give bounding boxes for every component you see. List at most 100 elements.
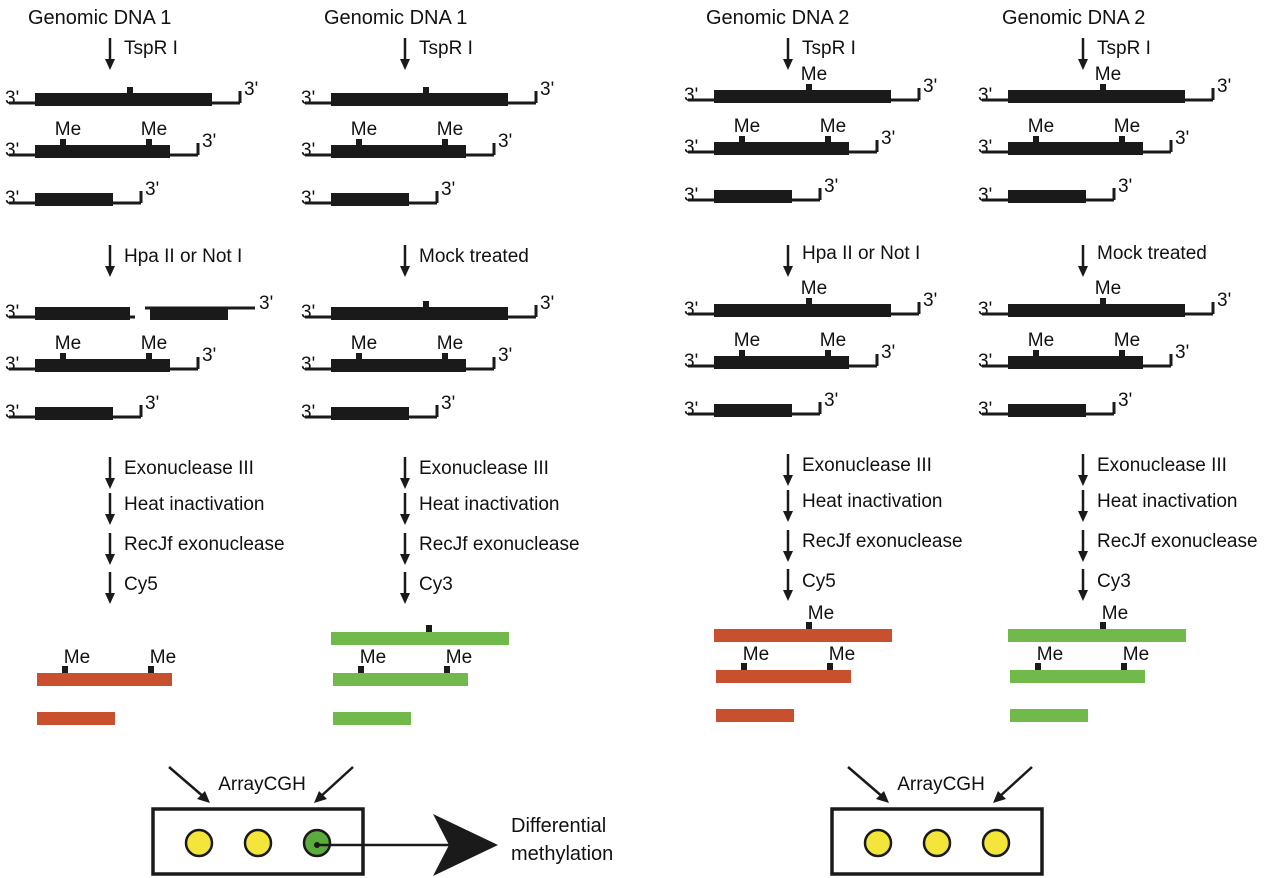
methyl-site-mark xyxy=(1100,622,1106,629)
methyl-site-mark xyxy=(806,622,812,629)
labeled-probe-bar xyxy=(37,712,115,725)
me-label: Me xyxy=(141,333,167,354)
me-label: Me xyxy=(55,333,81,354)
me-label: Me xyxy=(1028,330,1054,351)
prime3-label: 3' xyxy=(978,85,992,106)
labeled-probe-bar xyxy=(714,629,892,642)
arrow-step2-head xyxy=(400,266,410,277)
me-label: Me xyxy=(801,64,827,85)
labeled-probe-bar xyxy=(1010,709,1088,722)
dna-duplex xyxy=(714,190,792,203)
labeled-probe-bar xyxy=(716,709,794,722)
prime3-label: 3' xyxy=(498,345,512,366)
me-label: Me xyxy=(808,603,834,624)
dna-duplex xyxy=(1008,90,1185,103)
array-spot xyxy=(863,828,893,858)
dye-label: Cy5 xyxy=(802,571,836,592)
column-title: Genomic DNA 1 xyxy=(324,7,467,29)
prime3-label: 3' xyxy=(1217,76,1231,97)
methyl-site-mark xyxy=(146,139,152,146)
dna-fragment-short: 3'3' xyxy=(978,176,1132,206)
dna-duplex xyxy=(35,145,170,158)
arrow-dye-head xyxy=(783,590,793,601)
arrow-common-step-head xyxy=(1078,551,1088,562)
me-label: Me xyxy=(1114,330,1140,351)
prime3-label: 3' xyxy=(5,140,19,161)
prime3-label: 3' xyxy=(441,393,455,414)
prime3-label: 3' xyxy=(684,185,698,206)
dna-duplex xyxy=(331,93,508,106)
labeled-probe-bar xyxy=(333,712,411,725)
prime3-label: 3' xyxy=(824,390,838,411)
common-step-label: Heat inactivation xyxy=(802,491,942,512)
arrow-common-step-head xyxy=(783,475,793,486)
prime3-label: 3' xyxy=(301,402,315,423)
me-label: Me xyxy=(55,119,81,140)
column-title: Genomic DNA 1 xyxy=(28,7,171,29)
array-box xyxy=(830,807,1044,876)
methyl-site-mark xyxy=(825,136,831,143)
dna-fragment-short: 3' 3' xyxy=(301,393,455,423)
prime3-label: 3' xyxy=(978,185,992,206)
dna-duplex xyxy=(1008,404,1086,417)
dna-duplex xyxy=(714,142,849,155)
common-step-label: RecJf exonuclease xyxy=(802,531,963,552)
prime3-label: 3' xyxy=(441,179,455,200)
step1-label: TspR I xyxy=(419,38,473,59)
me-label: Me xyxy=(1095,278,1121,299)
methyl-site-mark xyxy=(442,353,448,360)
methyl-site-mark xyxy=(60,353,66,360)
prime3-label: 3' xyxy=(301,354,315,375)
methyl-site-mark xyxy=(1035,663,1041,670)
prime3-label: 3' xyxy=(824,176,838,197)
differential-label: methylation xyxy=(511,843,613,865)
arrow-step1-head xyxy=(783,59,793,70)
methyl-site-mark xyxy=(1033,136,1039,143)
dna-fragment-cut: 3'3' xyxy=(5,293,273,323)
common-step-label: Exonuclease III xyxy=(124,458,254,479)
me-label: Me xyxy=(351,119,377,140)
dna-fragment-short: 3' 3' xyxy=(684,390,838,420)
array-spot xyxy=(981,828,1011,858)
me-label: Me xyxy=(1028,116,1054,137)
dna-fragment-long: 3'3' xyxy=(301,293,554,323)
common-step-label: RecJf exonuclease xyxy=(1097,531,1258,552)
array-input-arrowhead-right xyxy=(314,791,327,803)
arrow-common-step-head xyxy=(400,514,410,525)
dna-fragment-long: 3'3'Me xyxy=(684,278,937,320)
me-label: Me xyxy=(734,116,760,137)
prime3-label: 3' xyxy=(923,76,937,97)
me-label: Me xyxy=(64,647,90,668)
methyl-site-mark xyxy=(146,353,152,360)
prime3-label: 3' xyxy=(1217,290,1231,311)
probe-short xyxy=(37,712,115,725)
prime3-label: 3' xyxy=(259,293,273,314)
methyl-site-mark xyxy=(1033,350,1039,357)
me-label: Me xyxy=(437,119,463,140)
array-input-arrow-left xyxy=(847,766,885,799)
restriction-site-mark xyxy=(423,87,429,94)
prime3-label: 3' xyxy=(301,188,315,209)
dna-duplex xyxy=(714,356,849,369)
common-step-label: Exonuclease III xyxy=(419,458,549,479)
dna-duplex xyxy=(35,93,212,106)
me-label: Me xyxy=(360,647,386,668)
array-input-arrowhead-left xyxy=(876,791,889,803)
probe-long: Me xyxy=(714,603,892,642)
arrow-common-step-head xyxy=(105,554,115,565)
prime3-label: 3' xyxy=(5,88,19,109)
dna-duplex xyxy=(714,304,891,317)
arrow-step1-head xyxy=(1078,59,1088,70)
dna-fragment-long: 3'3'Me xyxy=(978,64,1231,106)
prime3-label: 3' xyxy=(684,399,698,420)
me-label: Me xyxy=(150,647,176,668)
arrow-common-step-head xyxy=(400,478,410,489)
dna-duplex xyxy=(1008,190,1086,203)
prime3-label: 3' xyxy=(5,402,19,423)
dna-duplex xyxy=(331,359,466,372)
methyl-site-mark xyxy=(827,663,833,670)
methyl-site-mark xyxy=(1100,84,1106,91)
prime3-label: 3' xyxy=(5,188,19,209)
